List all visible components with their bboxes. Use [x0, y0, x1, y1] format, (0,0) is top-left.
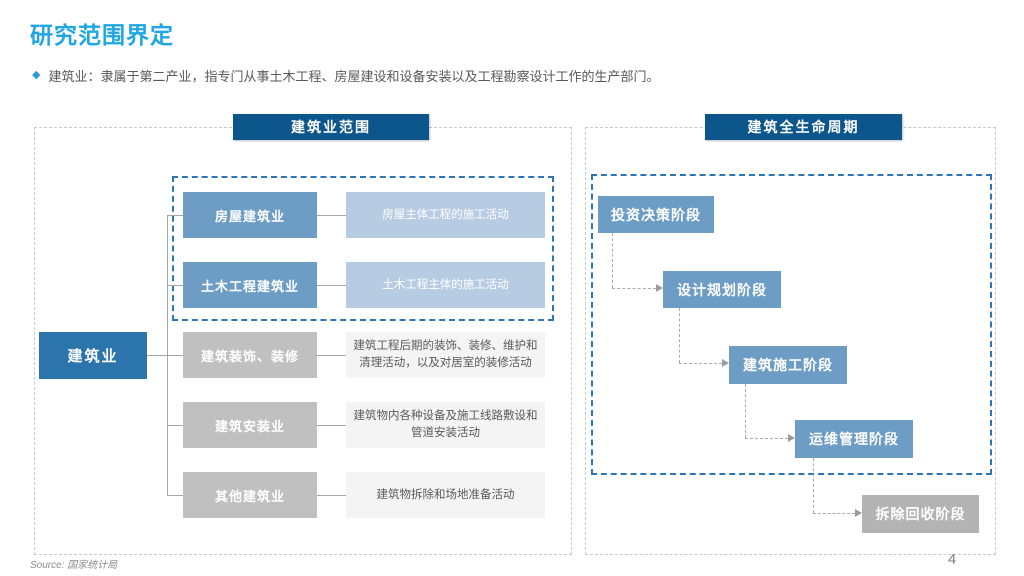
right-highlight-dashed-box — [591, 174, 992, 475]
desc-box-civil-engineering: 土木工程主体的施工活动 — [346, 262, 545, 308]
flow-connector-2-h — [679, 363, 722, 364]
flow-arrow-4-icon — [855, 509, 862, 517]
category-box-installation: 建筑安装业 — [183, 402, 317, 448]
page-title: 研究范围界定 — [30, 22, 174, 48]
flow-connector-1-h — [612, 288, 656, 289]
desc-box-housing: 房屋主体工程的施工活动 — [346, 192, 545, 238]
flow-connector-4-h — [813, 513, 855, 514]
connector-stub-row3 — [167, 355, 183, 356]
root-node-construction-industry: 建筑业 — [39, 332, 147, 379]
flow-connector-3-h — [745, 438, 788, 439]
diamond-bullet-icon: ◆ — [32, 69, 41, 81]
stage-box-investment: 投资决策阶段 — [598, 196, 714, 233]
flow-arrow-1-icon — [656, 284, 663, 292]
connector-root-h — [147, 355, 167, 356]
connector-desc-row3 — [317, 355, 346, 356]
connector-stub-row2 — [167, 285, 183, 286]
stage-box-design: 设计规划阶段 — [663, 271, 781, 308]
connector-stub-row4 — [167, 425, 183, 426]
flow-arrow-3-icon — [788, 434, 795, 442]
stage-box-demolition: 拆除回收阶段 — [862, 495, 979, 533]
stage-box-construction: 建筑施工阶段 — [729, 346, 847, 384]
desc-box-decoration: 建筑工程后期的装饰、装修、维护和清理活动，以及对居室的装修活动 — [346, 332, 545, 378]
definition-text: 建筑业：隶属于第二产业，指专门从事土木工程、房屋建设和设备安装以及工程勘察设计工… — [48, 69, 660, 84]
connector-stub-row5 — [167, 495, 183, 496]
left-panel-header: 建筑业范围 — [233, 114, 429, 140]
connector-desc-row1 — [317, 215, 346, 216]
right-panel-header: 建筑全生命周期 — [705, 114, 902, 140]
source-note: Source: 国家统计局 — [30, 560, 118, 571]
flow-connector-2-v — [679, 308, 680, 363]
stage-box-operation: 运维管理阶段 — [795, 420, 913, 458]
category-box-civil-engineering: 土木工程建筑业 — [183, 262, 317, 308]
flow-arrow-2-icon — [722, 359, 729, 367]
category-box-other: 其他建筑业 — [183, 472, 317, 518]
connector-desc-row2 — [317, 285, 346, 286]
connector-stub-row1 — [167, 215, 183, 216]
category-box-decoration: 建筑装饰、装修 — [183, 332, 317, 378]
flow-connector-4-v — [813, 458, 814, 513]
flow-connector-3-v — [745, 384, 746, 438]
left-highlight-dashed-box — [172, 176, 554, 321]
flow-connector-1-v — [612, 233, 613, 288]
desc-box-installation: 建筑物内各种设备及施工线路敷设和管道安装活动 — [346, 402, 545, 448]
category-box-housing: 房屋建筑业 — [183, 192, 317, 238]
definition-bullet: ◆ 建筑业：隶属于第二产业，指专门从事土木工程、房屋建设和设备安装以及工程勘察设… — [32, 66, 659, 85]
page-number: 4 — [947, 551, 957, 568]
connector-desc-row5 — [317, 495, 346, 496]
connector-desc-row4 — [317, 425, 346, 426]
desc-box-other: 建筑物拆除和场地准备活动 — [346, 472, 545, 518]
